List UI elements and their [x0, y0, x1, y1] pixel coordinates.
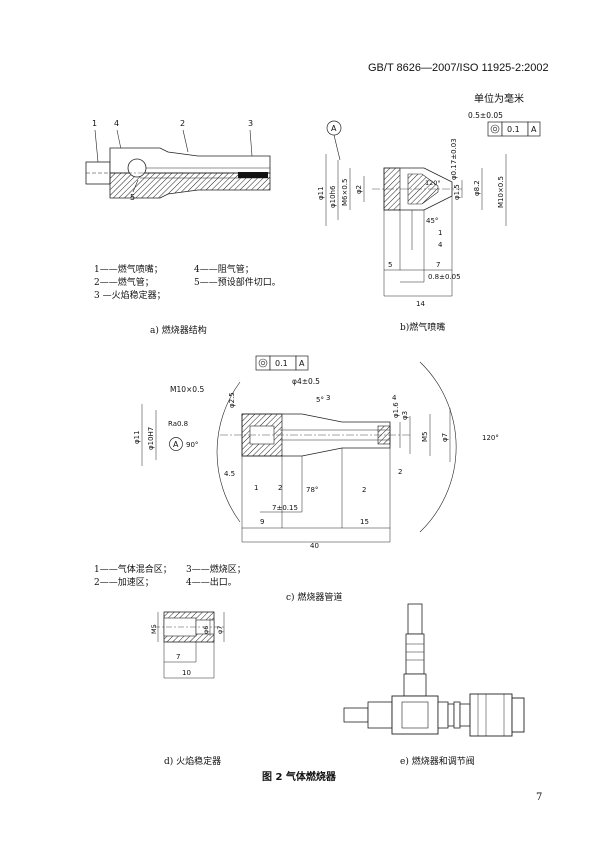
svg-text:4: 4 — [438, 241, 443, 249]
svg-text:7±0.15: 7±0.15 — [272, 504, 298, 512]
svg-text:90°: 90° — [186, 441, 198, 449]
callout-4: 4 — [114, 119, 119, 128]
svg-text:2: 2 — [362, 486, 366, 494]
figure-e-caption: e) 燃烧器和调节阀 — [400, 757, 475, 767]
svg-text:1: 1 — [254, 484, 258, 492]
svg-text:7: 7 — [176, 653, 180, 661]
svg-text:M5: M5 — [421, 432, 429, 443]
svg-text:φ8.2: φ8.2 — [473, 180, 481, 196]
svg-text:φ11: φ11 — [317, 186, 325, 200]
tolerance-frame-c: 0.1 A — [255, 355, 309, 371]
figure-c-legend: 1——气体混合区；3——燃烧区； 2——加速区；4——出口。 — [94, 565, 246, 588]
svg-text:M6×0.5: M6×0.5 — [341, 179, 349, 207]
callout-5: 5 — [130, 193, 135, 202]
svg-text:φ0.17±0.03: φ0.17±0.03 — [450, 138, 458, 180]
svg-text:φ3: φ3 — [401, 411, 409, 420]
svg-text:M10×0.5: M10×0.5 — [170, 385, 204, 394]
svg-text:3: 3 — [326, 394, 330, 402]
page-number: 7 — [536, 792, 543, 803]
callout-2: 2 — [180, 119, 185, 128]
svg-text:φ2: φ2 — [355, 185, 363, 194]
svg-text:0.1: 0.1 — [275, 359, 288, 368]
svg-text:5: 5 — [388, 261, 392, 269]
svg-text:φ11: φ11 — [133, 430, 141, 444]
svg-text:0.5±0.05: 0.5±0.05 — [468, 111, 503, 120]
svg-text:120°: 120° — [482, 434, 499, 442]
svg-text:4: 4 — [392, 394, 397, 402]
tolerance-frame-b: 0.1 A — [487, 121, 541, 137]
svg-text:φ7: φ7 — [216, 626, 224, 634]
svg-text:2: 2 — [278, 484, 282, 492]
svg-text:45°: 45° — [426, 217, 438, 225]
svg-text:2: 2 — [398, 468, 402, 476]
svg-text:78°: 78° — [306, 486, 318, 494]
svg-text:φ4±0.5: φ4±0.5 — [292, 377, 320, 386]
figure-a-caption: a) 燃烧器结构 — [150, 326, 207, 336]
svg-text:15: 15 — [360, 518, 369, 526]
figure-e-drawing — [343, 603, 525, 737]
svg-text:120°: 120° — [425, 179, 441, 187]
svg-text:φ2.5: φ2.5 — [228, 392, 236, 408]
svg-text:7: 7 — [436, 261, 440, 269]
svg-text:Ra0.8: Ra0.8 — [168, 420, 188, 428]
callout-3: 3 — [248, 119, 253, 128]
standard-number: GB/T 8626—2007/ISO 11925-2:2002 — [368, 62, 549, 74]
svg-text:1: 1 — [438, 229, 442, 237]
svg-text:φ10H7: φ10H7 — [147, 427, 155, 450]
svg-text:A: A — [531, 125, 537, 134]
svg-text:φ1.5: φ1.5 — [453, 184, 461, 200]
svg-text:φ7: φ7 — [441, 433, 449, 442]
svg-text:0.8±0.05: 0.8±0.05 — [428, 273, 461, 281]
unit-note: 单位为毫米 — [474, 94, 524, 105]
figure-b-caption: b)燃气喷嘴 — [400, 323, 446, 333]
figure-c-drawing: 0.1 A A φ4±0.5 M10×0.5 φ2.5 5° Ra0.8 φ11… — [133, 355, 499, 550]
svg-text:40: 40 — [310, 542, 319, 550]
svg-text:A: A — [173, 440, 179, 449]
svg-text:10: 10 — [182, 669, 191, 677]
figure-d-caption: d) 火焰稳定器 — [164, 757, 222, 767]
figure-b-drawing: A 0.1 A 0.5±0.05 φ0.17±0.03 φ11 φ10h6 M6… — [317, 111, 541, 308]
svg-text:14: 14 — [416, 300, 425, 308]
figure-c-caption: c) 燃烧器管道 — [286, 593, 343, 603]
svg-text:φ6: φ6 — [202, 626, 210, 634]
svg-text:5°: 5° — [316, 396, 324, 404]
svg-text:M5: M5 — [150, 624, 158, 634]
svg-text:M10×0.5: M10×0.5 — [497, 176, 505, 208]
figure-title: 图 2 气体燃烧器 — [262, 772, 336, 783]
svg-text:9: 9 — [260, 518, 264, 526]
svg-text:4.5: 4.5 — [224, 470, 235, 478]
callout-1: 1 — [92, 119, 97, 128]
svg-text:φ10h6: φ10h6 — [329, 185, 337, 208]
figure-d-drawing: M5 φ6 φ7 7 10 — [150, 611, 225, 679]
svg-text:A: A — [299, 359, 305, 368]
figure-a-drawing: 1 4 2 3 5 — [85, 119, 271, 202]
svg-text:φ1.6: φ1.6 — [392, 402, 400, 418]
datum-a-label: A — [331, 124, 337, 133]
svg-text:0.1: 0.1 — [507, 125, 520, 134]
figure-a-legend: 1——燃气喷嘴；4——阻气管； 2——燃气管；5——预设部件切口。 3 —火焰稳… — [94, 265, 281, 301]
